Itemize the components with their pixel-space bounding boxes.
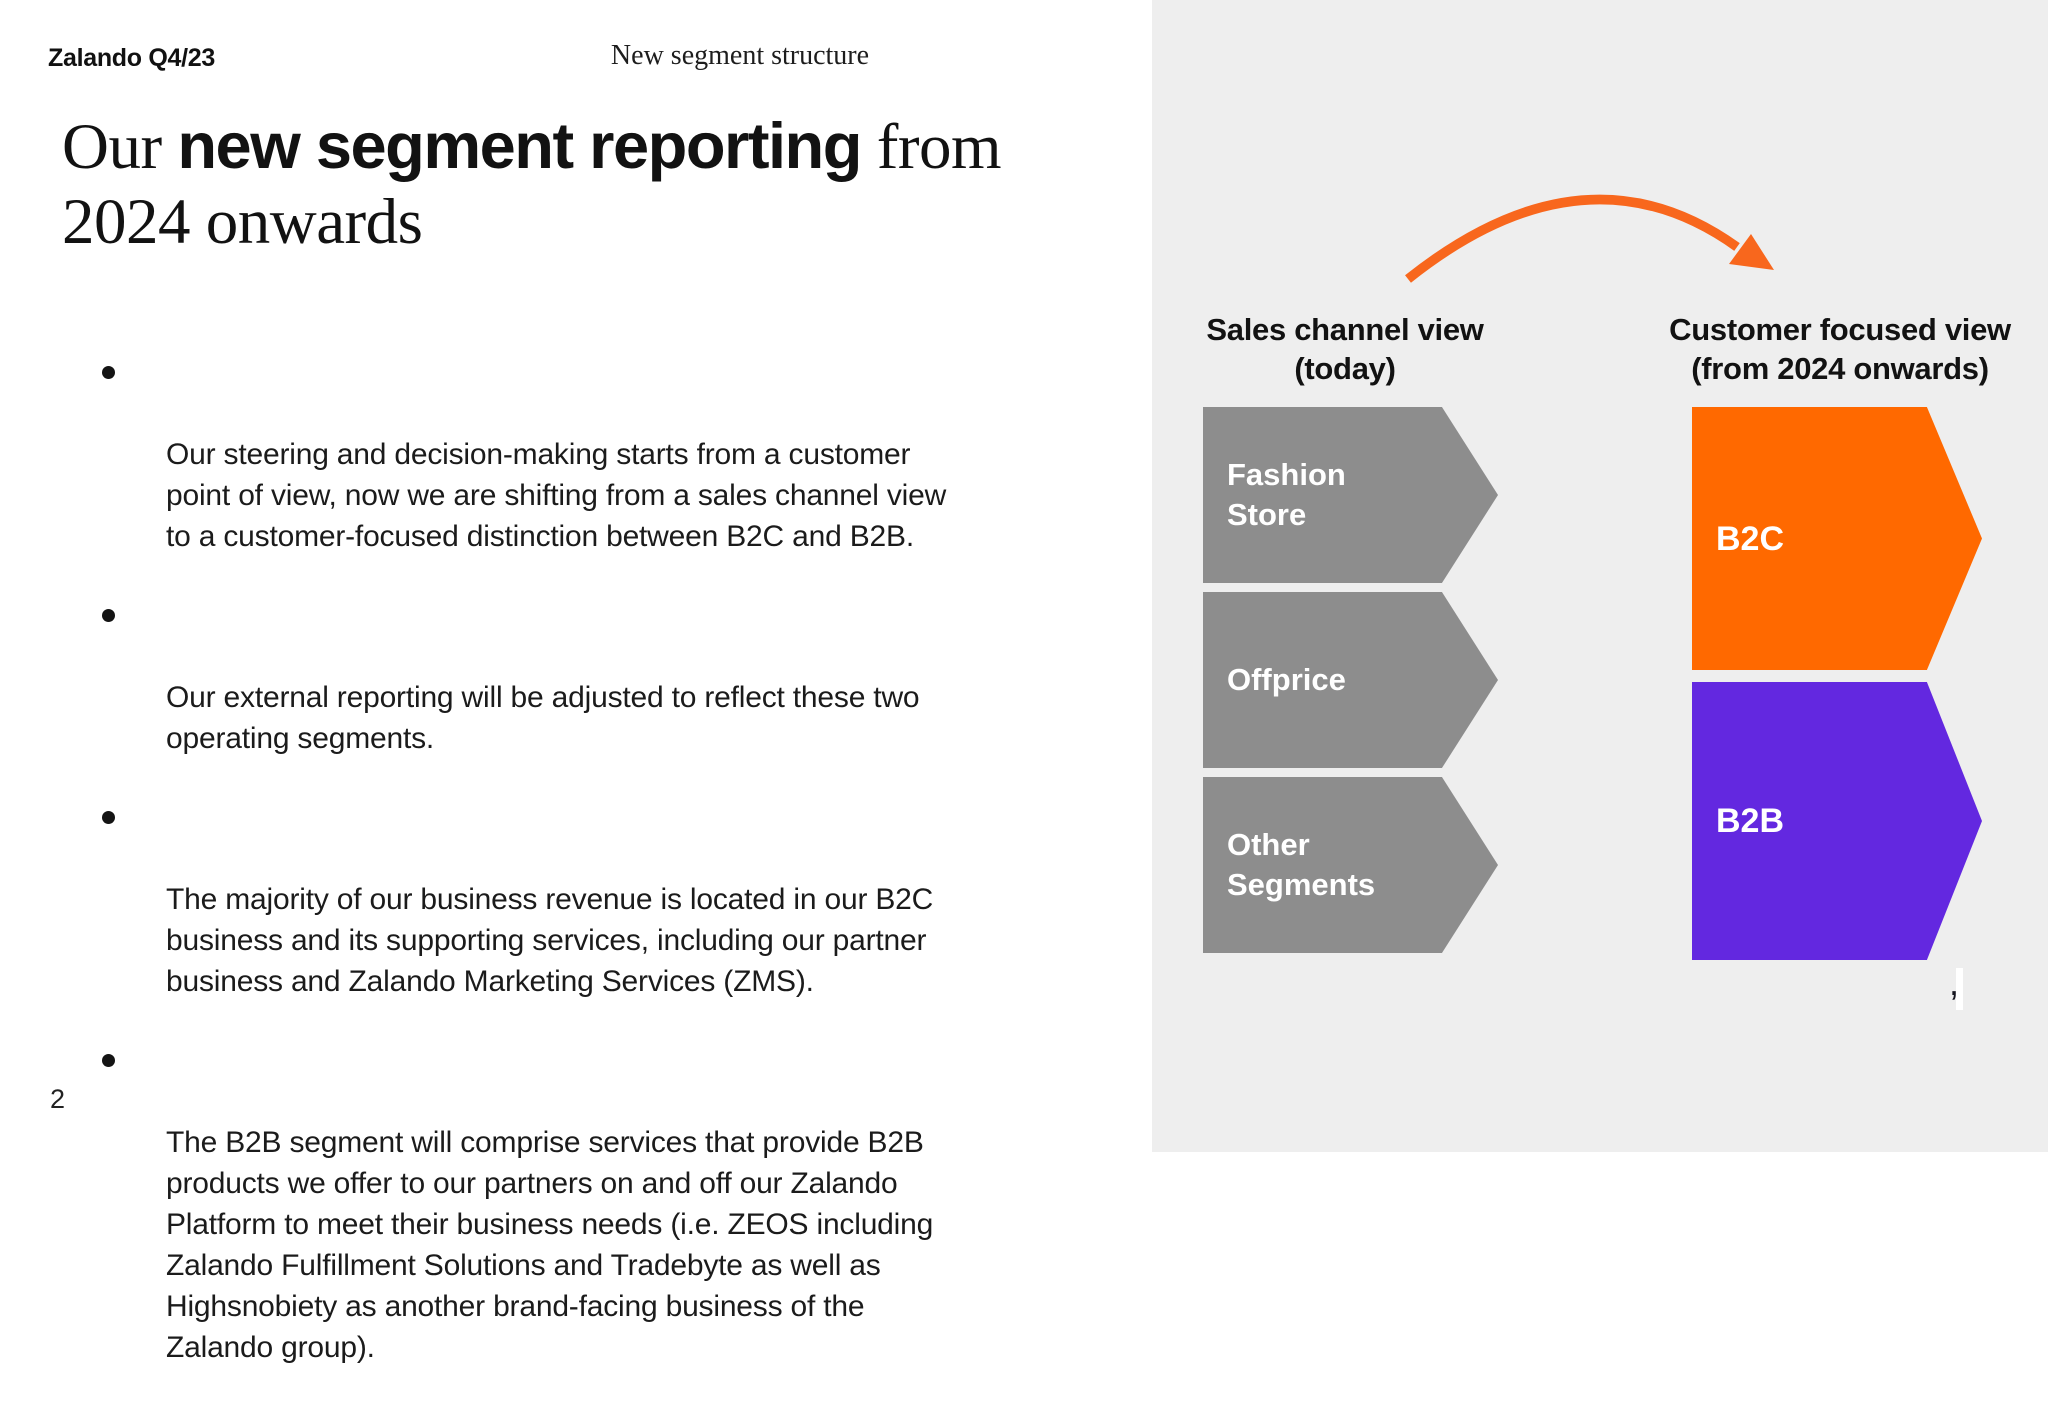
- bullet-text: Our steering and decision-making starts …: [166, 438, 947, 553]
- chevron-label: B2B: [1716, 802, 1785, 840]
- chevron-b2c: B2C: [1692, 407, 1982, 670]
- chevron-label: Offprice: [1227, 662, 1346, 697]
- sales-channel-view-header: Sales channel view (today): [1206, 312, 1484, 386]
- bullet-item: Our external reporting will be adjusted …: [100, 595, 1090, 759]
- page-number: 2: [50, 1084, 66, 1114]
- chevron-label: Other Segments: [1227, 827, 1376, 902]
- bullet-item: The B2B segment will comprise services t…: [100, 1040, 1090, 1368]
- page-title: Our new segment reporting from 2024 onwa…: [62, 108, 1122, 260]
- bullet-text: Our external reporting will be adjusted …: [166, 681, 920, 755]
- chevron-fashion-store: Fashion Store: [1203, 407, 1498, 583]
- bullet-dot-icon: [102, 1054, 115, 1067]
- bullet-item: The majority of our business revenue is …: [100, 797, 1090, 1002]
- bullet-item: Our steering and decision-making starts …: [100, 352, 1090, 557]
- title-part-3: from 2024 onwards: [62, 111, 1002, 258]
- chevron-label: Fashion Store: [1227, 457, 1346, 532]
- title-part-1: Our: [62, 111, 178, 183]
- text-cursor-artifact: [1956, 968, 1963, 1010]
- bullet-text: The majority of our business revenue is …: [166, 883, 934, 998]
- chevron-other-segments: Other Segments: [1203, 777, 1498, 953]
- chevron-offprice: Offprice: [1203, 592, 1498, 768]
- title-part-2: new segment reporting: [177, 109, 862, 182]
- bullet-list: Our steering and decision-making starts …: [100, 352, 1090, 1406]
- customer-focused-view-header: Customer focused view (from 2024 onwards…: [1669, 312, 2011, 386]
- slide-header-title: New segment structure: [610, 40, 870, 71]
- slide-eyebrow: Zalando Q4/23: [48, 44, 215, 72]
- bullet-dot-icon: [102, 811, 115, 824]
- bullet-dot-icon: [102, 366, 115, 379]
- comma-artifact: ,: [1949, 962, 1960, 1003]
- bullet-dot-icon: [102, 609, 115, 622]
- chevron-b2b: B2B: [1692, 682, 1982, 960]
- bullet-text: The B2B segment will comprise services t…: [166, 1126, 934, 1364]
- chevron-label: B2C: [1716, 519, 1785, 558]
